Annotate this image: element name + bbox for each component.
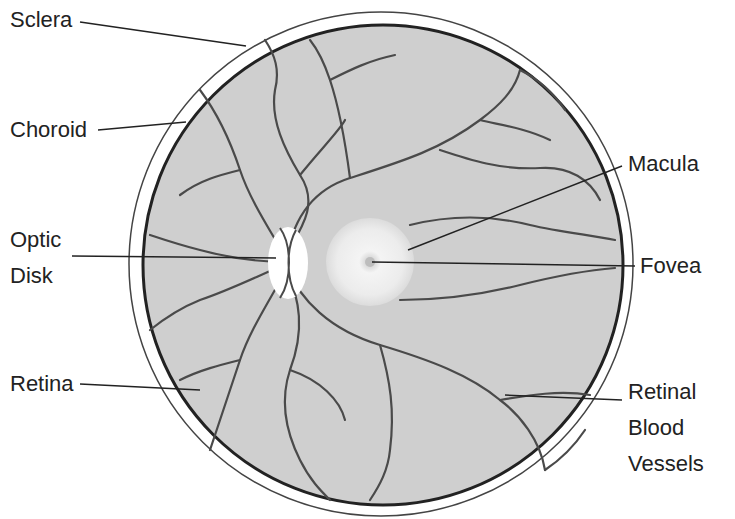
retinal-vessels — [150, 40, 615, 500]
disk-vessels — [280, 228, 296, 298]
part-label: Sclera — [10, 2, 72, 38]
sclera-ring — [129, 12, 633, 516]
part-label: Choroid — [10, 112, 87, 148]
part-label: Fovea — [640, 248, 701, 284]
optic-disk — [268, 227, 308, 299]
leader-lines — [72, 22, 635, 400]
part-label: Macula — [628, 146, 699, 182]
part-label: Retinal Blood Vessels — [628, 374, 728, 482]
part-label: Optic Disk — [10, 222, 76, 294]
part-label: Retina — [10, 366, 74, 402]
